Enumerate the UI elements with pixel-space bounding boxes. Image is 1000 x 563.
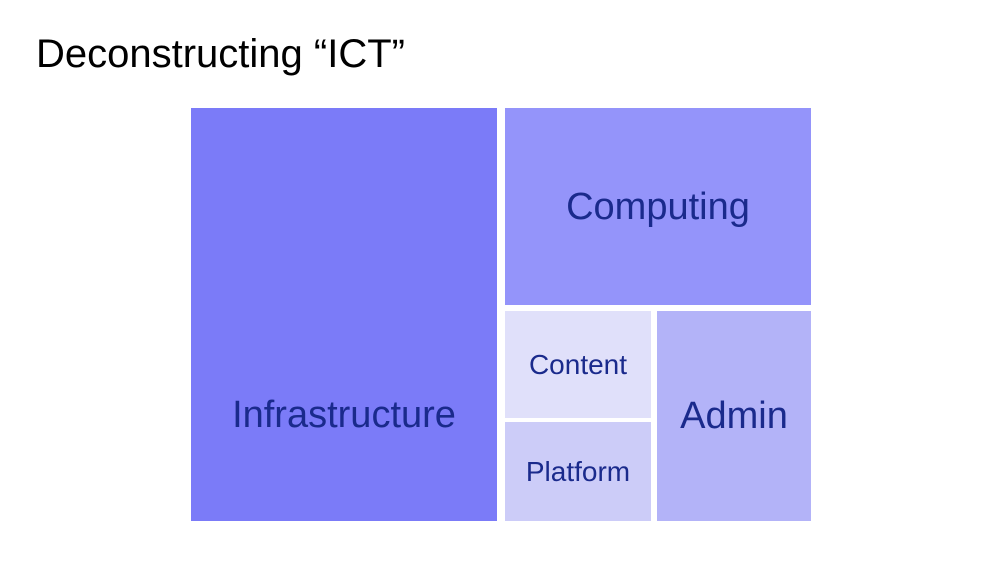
treemap-cell-admin[interactable]: Admin <box>657 311 811 521</box>
treemap-label-admin: Admin <box>680 395 788 437</box>
treemap-cell-computing[interactable]: Computing <box>505 108 811 305</box>
treemap-label-infrastructure: Infrastructure <box>232 393 456 436</box>
treemap-cell-infrastructure[interactable]: Infrastructure <box>191 108 497 521</box>
page-title: Deconstructing “ICT” <box>36 32 405 76</box>
treemap-label-computing: Computing <box>566 185 750 228</box>
treemap-label-content: Content <box>528 348 628 380</box>
treemap-chart: Infrastructure Computing Content Platfor… <box>191 108 811 521</box>
treemap-cell-platform[interactable]: Platform <box>505 422 651 521</box>
treemap-label-platform: Platform <box>525 455 631 487</box>
treemap-cell-content[interactable]: Content <box>505 311 651 418</box>
